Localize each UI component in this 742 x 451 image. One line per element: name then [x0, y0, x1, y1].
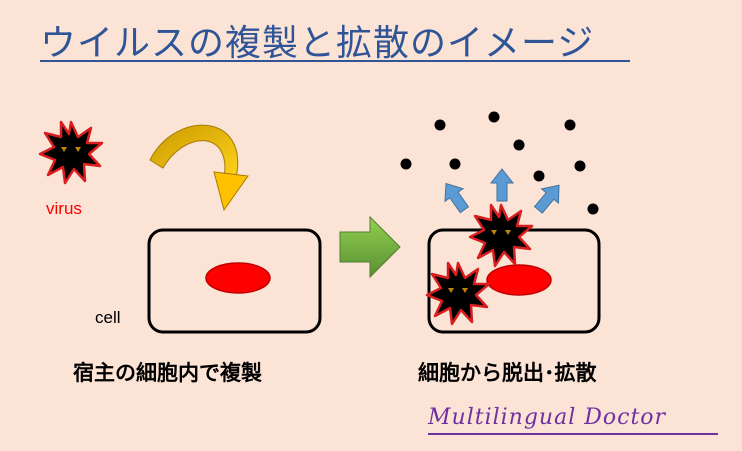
virus-particles	[400, 111, 599, 215]
virus-icon	[425, 261, 491, 326]
caption-replication: 宿主の細胞内で複製	[73, 361, 262, 385]
up-arrow-icon	[533, 184, 560, 214]
nucleus-right	[486, 264, 552, 296]
signature: Multilingual Doctor	[428, 405, 667, 430]
virus-particle	[488, 111, 500, 123]
title-underline	[40, 60, 630, 62]
virus-label: virus	[46, 199, 82, 218]
up-arrow-icon	[489, 168, 515, 202]
cell-label: cell	[95, 308, 121, 327]
signature-underline	[428, 433, 718, 435]
up-arrow-icon	[444, 182, 470, 214]
right-arrow-icon	[339, 215, 401, 279]
caption-release: 細胞から脱出･拡散	[418, 361, 597, 385]
virus-particle	[587, 203, 599, 215]
page-title: ウイルスの複製と拡散のイメージ	[40, 23, 595, 64]
virus-icon	[468, 203, 534, 268]
virus-particle	[564, 119, 576, 131]
virus-particle	[533, 170, 545, 182]
virus-icon	[38, 120, 104, 185]
virus-particle	[574, 160, 586, 172]
virus-particle	[400, 158, 412, 170]
virus-particle	[513, 139, 525, 151]
virus-particle	[434, 119, 446, 131]
nucleus-left	[205, 262, 271, 294]
curved-arrow-icon	[149, 124, 249, 212]
virus-particle	[449, 158, 461, 170]
cell-left	[147, 228, 322, 334]
